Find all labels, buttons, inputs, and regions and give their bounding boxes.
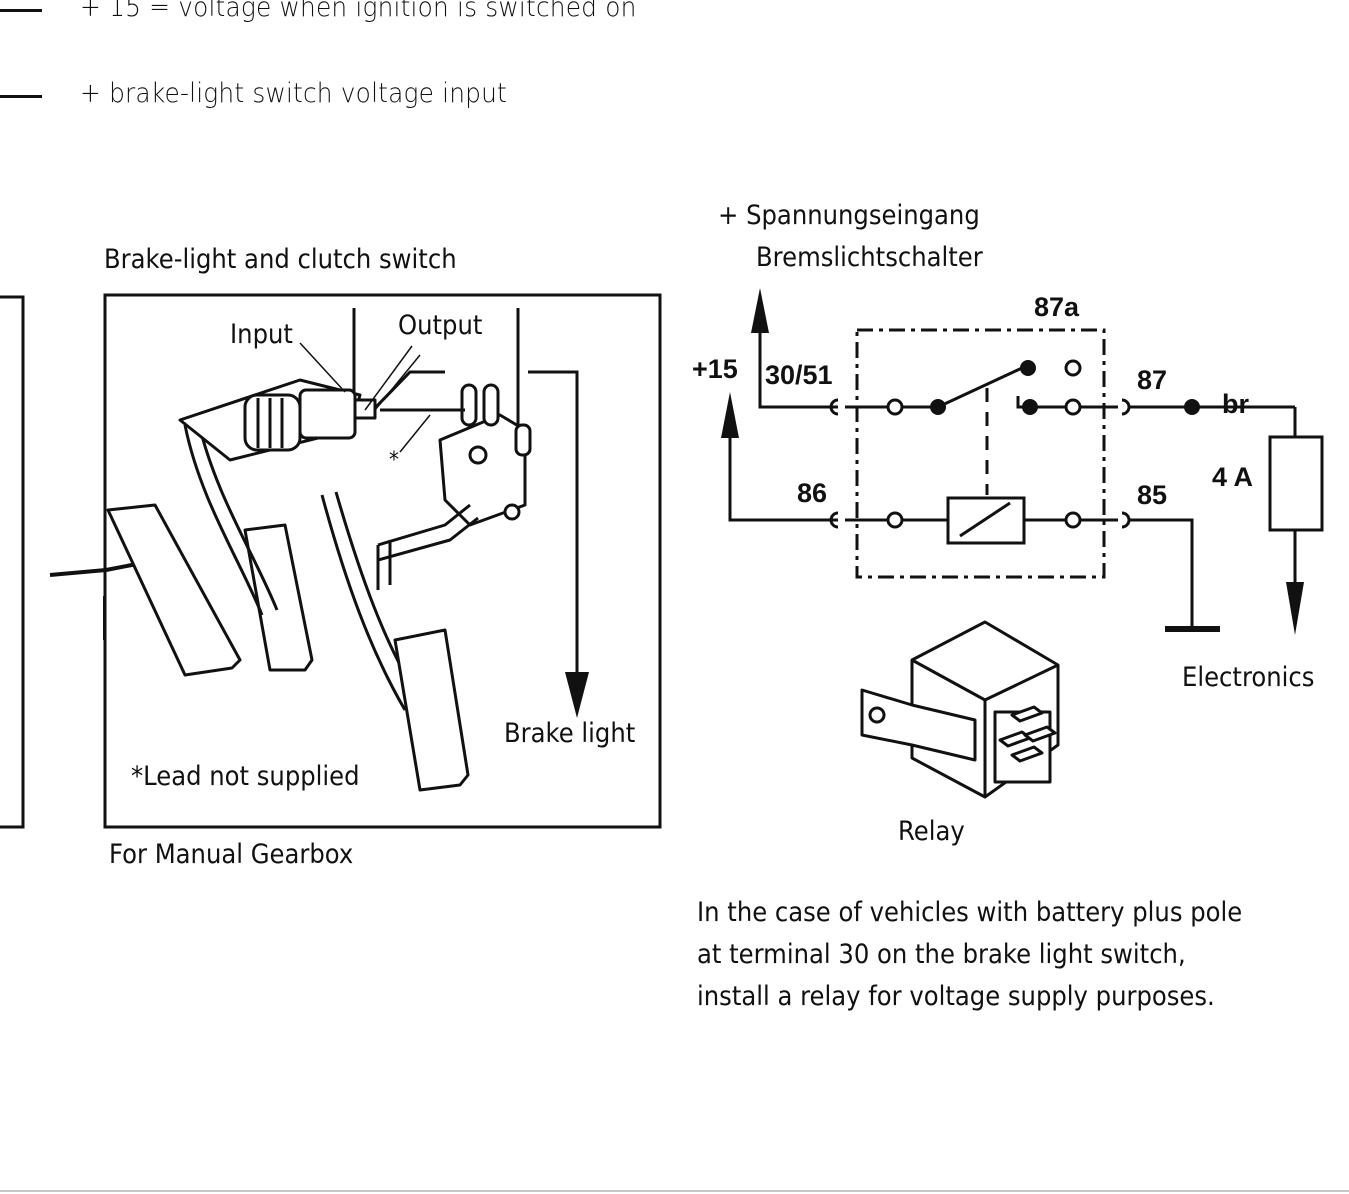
fuse-down-arrow (1286, 582, 1304, 635)
voltage-input-label: + Spannungseingang (718, 200, 980, 231)
fuse-rating: 4 A (1212, 462, 1254, 492)
brake-light-arrow (565, 672, 589, 718)
relay-nodes (886, 359, 1082, 529)
relay-dots (930, 360, 1200, 415)
terminal-plus15: +15 (692, 354, 738, 384)
terminal-87a: 87a (1034, 292, 1080, 322)
relay-note-line2: at terminal 30 on the brake light switch… (697, 939, 1186, 970)
terminal-87: 87 (1137, 365, 1168, 395)
gearbox-caption: For Manual Gearbox (109, 839, 354, 870)
relay-illustration (860, 620, 1060, 799)
electronics-label: Electronics (1182, 662, 1315, 693)
terminal-85: 85 (1137, 480, 1168, 510)
relay-outline (855, 328, 1106, 579)
asterisk-label: * (389, 448, 399, 473)
terminal-86: 86 (797, 478, 828, 508)
pedal-figure-title: Brake-light and clutch switch (104, 244, 457, 275)
relay-note: In the case of vehicles with battery plu… (697, 892, 1242, 1018)
relay-label: Relay (898, 816, 965, 847)
input-label: Input (230, 319, 293, 350)
brake-light-label: Brake light (504, 718, 636, 749)
output-wire (373, 370, 465, 412)
relay-note-line1: In the case of vehicles with battery plu… (697, 897, 1243, 928)
input-up-arrow (758, 325, 838, 409)
legend-ignition: + 15 = voltage when ignition is switched… (80, 0, 637, 23)
terminal-30-51: 30/51 (765, 360, 833, 390)
output-label: Output (398, 310, 483, 341)
left-partial-frame (0, 295, 25, 829)
legend-brake-input: + brake-light switch voltage input (80, 78, 507, 109)
legend-dash-ignition (0, 9, 42, 12)
pedal-figure-frame (103, 293, 662, 829)
page-divider (0, 1190, 1349, 1192)
wire-br-label: br (1222, 389, 1249, 419)
pointer-lead (49, 568, 107, 640)
fuse-symbol (1268, 435, 1324, 532)
relay-contacts (829, 366, 1297, 632)
lead-note: *Lead not supplied (131, 761, 360, 792)
pedal-illustration (106, 308, 532, 792)
relay-note-line3: install a relay for voltage supply purpo… (697, 981, 1215, 1012)
plus15-arrow (728, 430, 838, 522)
brake-light-wire (528, 370, 579, 680)
legend-dash-brake (0, 95, 42, 98)
brake-switch-label: Bremslichtschalter (756, 242, 983, 273)
